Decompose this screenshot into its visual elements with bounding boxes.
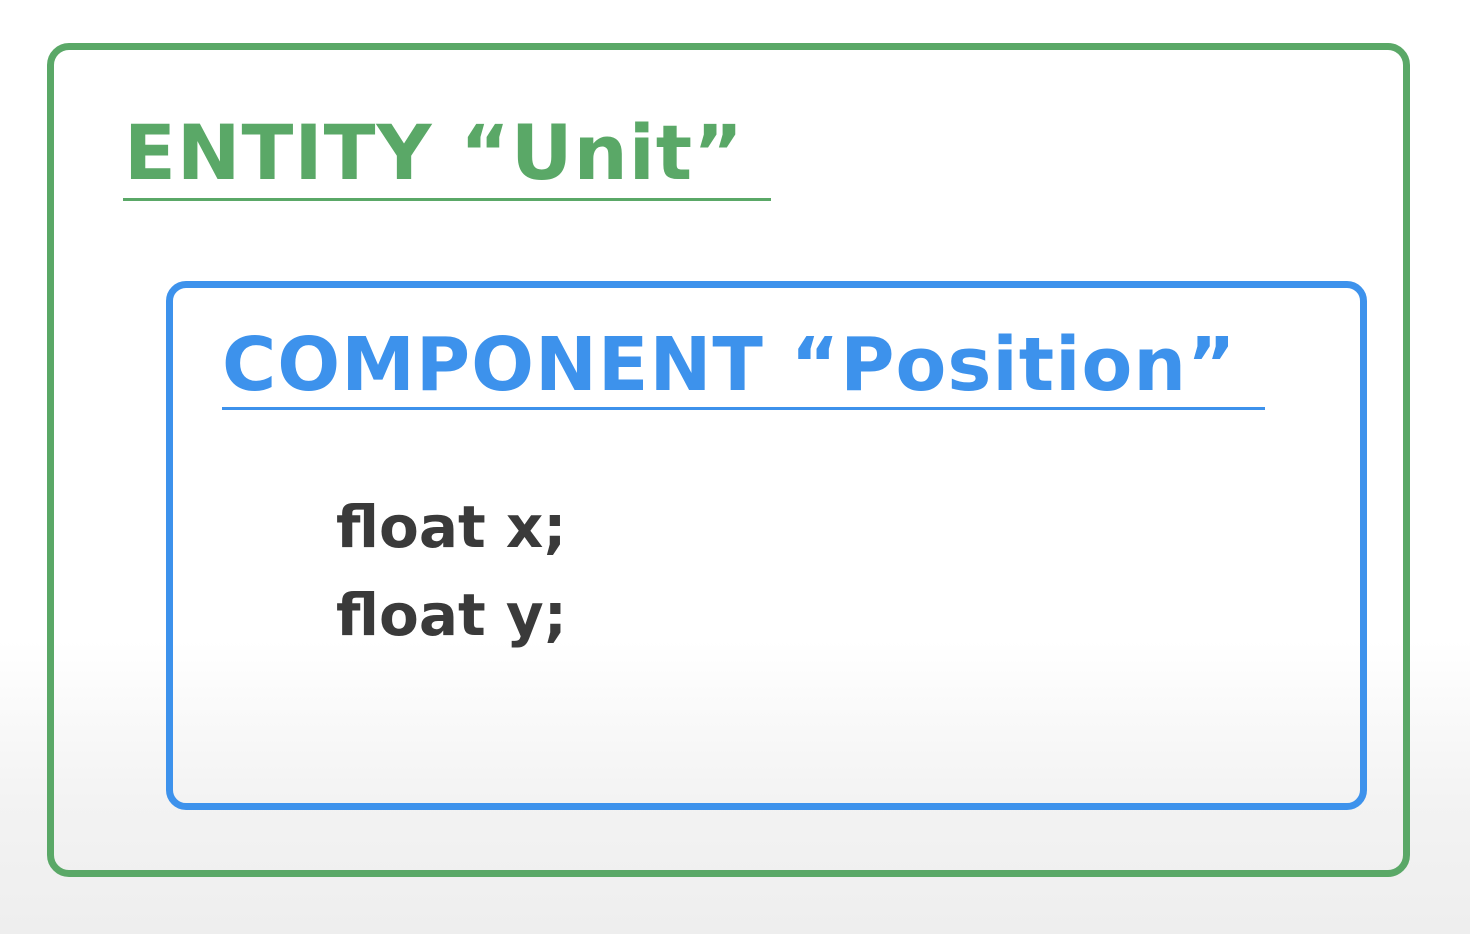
- component-title-underline: [222, 407, 1265, 410]
- component-box: [166, 281, 1367, 810]
- entity-title: ENTITY “Unit”: [124, 108, 745, 197]
- component-field-y: float y;: [336, 581, 567, 649]
- entity-title-underline: [123, 198, 771, 201]
- entity-box: [47, 43, 1410, 877]
- component-title: COMPONENT “Position”: [222, 322, 1237, 408]
- component-field-x: float x;: [336, 493, 567, 561]
